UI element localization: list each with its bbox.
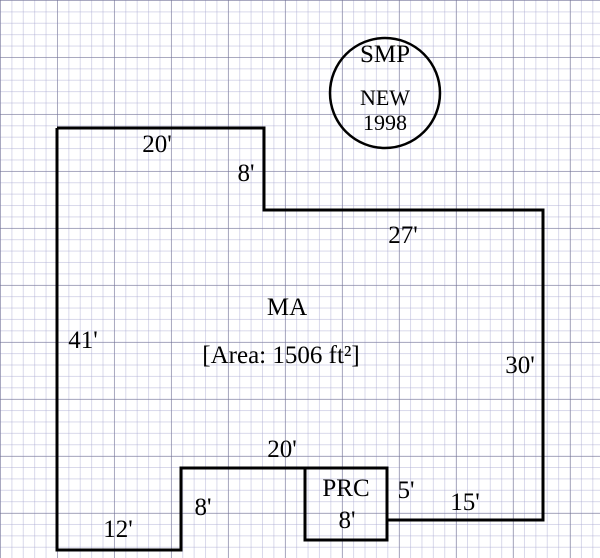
outbuilding-code: SMP [359,41,411,68]
dim-porch-side: 5' [397,477,415,504]
dim-bottom-left: 12' [103,516,133,543]
dim-step-height: 8' [194,494,212,521]
dim-top-right: 27' [388,222,418,249]
porch-code: PRC [322,475,370,502]
dim-notch-height: 8' [237,160,255,187]
dim-bottom-right: 15' [450,489,480,516]
main-area-size: [Area: 1506 ft²] [202,342,360,369]
outbuilding-year: 1998 [363,110,407,135]
main-area-outline[interactable] [55,126,545,552]
outbuilding-circle[interactable] [328,36,442,150]
dim-right: 30' [505,352,535,379]
outbuilding-note: NEW [359,85,411,110]
porch-outline[interactable] [303,466,389,542]
dim-left: 41' [68,327,98,354]
dim-top-left: 20' [142,131,172,158]
main-area-code: MA [266,294,308,321]
dim-inner-top: 20' [267,436,297,463]
porch-dim: 8' [338,507,356,534]
